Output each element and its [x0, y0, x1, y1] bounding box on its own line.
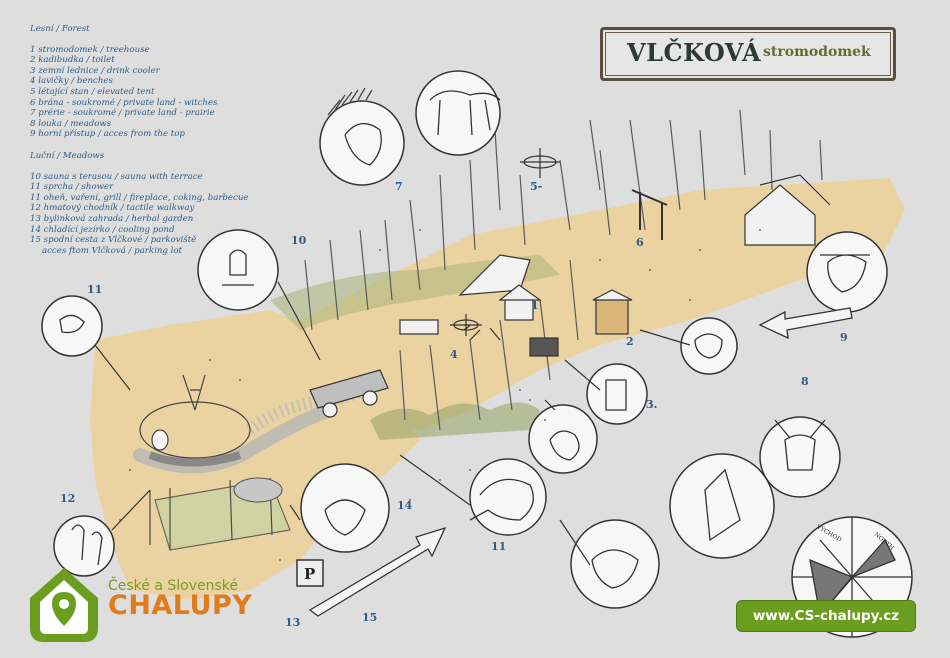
website-link-button[interactable]: www.CS-chalupy.cz [736, 600, 916, 632]
house-pin-icon [30, 568, 98, 642]
fireplace-area [139, 374, 251, 467]
map-number: 2 [626, 335, 634, 348]
trees [304, 109, 823, 431]
legend-item: 14 chladící jezírko / cooling pond [30, 224, 175, 235]
legend-item-continuation: acces ftom Vlčková / parking lot [42, 245, 182, 256]
map-number: 13 [285, 616, 301, 629]
map-legend: Lesní / Forest 1 stromodomek / treehouse… [30, 24, 290, 256]
map-title: VLČKOVÁ [627, 38, 762, 67]
arrow-top-access [758, 307, 853, 340]
treehouse-drawing [498, 284, 559, 357]
legend-meadow-heading: Luční / Meadows [30, 150, 105, 161]
map-number: 3. [646, 398, 658, 411]
legend-item: 8 louka / meadows [30, 118, 112, 129]
map-number: 12 [60, 492, 76, 505]
legend-item: 1 stromodomek / treehouse [30, 44, 150, 55]
map-title-box: VLČKOVÁ stromodomek [600, 27, 896, 81]
legend-item: 11 oheň, vaření, grill / fireplace, coki… [30, 192, 249, 203]
legend-item: 4 lavičky / benches [30, 76, 113, 87]
map-number: 11 [491, 540, 507, 553]
shower-vignette [41, 295, 103, 357]
legend-item: 11 sprcha / shower [30, 182, 114, 193]
legend-item: 2 kadibudka / toilet [30, 55, 115, 66]
cabin-drawing [744, 174, 831, 246]
pointer-lines [94, 281, 691, 566]
legend-item: 15 spodní cesta z Vlčkové / parkoviště [30, 235, 197, 246]
legend-item: 3 zemní lednice / drink cooler [30, 65, 160, 76]
legend-item: 10 sauna s terasou / sauna with terrace [30, 171, 203, 182]
logo-line-1: České a Slovenské [108, 578, 239, 594]
gate-drawing [631, 189, 668, 240]
legend-forest-heading: Lesní / Forest [30, 24, 90, 34]
boar-vignette [570, 519, 660, 609]
bushes [370, 402, 540, 440]
elephant-vignette [469, 458, 547, 536]
map-subtitle: stromodomek [763, 44, 871, 60]
elevated-tent [458, 254, 531, 341]
owl-vignette [300, 463, 390, 553]
parking-sign-box [296, 559, 324, 587]
raven-vignette [528, 404, 598, 474]
arrow-bottom-access [308, 526, 447, 617]
chief-vignette [319, 100, 405, 186]
cooling-pond [233, 477, 283, 503]
legend-item: 6 brána - soukromé / private land - witc… [30, 97, 218, 108]
parking-sign: P [304, 565, 316, 583]
propeller-shapes [450, 148, 560, 336]
wolf-vignette [669, 453, 775, 559]
map-number: 7 [395, 180, 403, 193]
map-number: 9 [840, 331, 848, 344]
bench-drawing [399, 319, 439, 335]
legend-item: 7 prérie - soukromé / private land - pra… [30, 108, 215, 119]
map-number: 8 [801, 375, 809, 388]
brand-logo[interactable]: České a Slovenské CHALUPY [24, 558, 264, 648]
toilet-paper-vignette [680, 317, 738, 375]
map-number: 10 [291, 234, 307, 247]
sauna-vignette [197, 229, 279, 311]
sauna-wagon-drawing [309, 369, 389, 418]
map-number: 4 [450, 348, 458, 361]
legend-item: 12 hmatový chodník / tactile walkway [30, 203, 195, 214]
legend-item: 9 horní přístup / acces from the top [30, 129, 185, 140]
map-number: 5- [530, 180, 543, 193]
map-number: 1 [531, 299, 539, 312]
speckles [119, 229, 761, 561]
map-number: 15 [362, 611, 378, 624]
drink-vignette [586, 363, 648, 425]
horse-vignette [415, 70, 501, 156]
map-number: 6 [636, 236, 644, 249]
map-number: 11 [87, 283, 103, 296]
witch-vignette [806, 231, 888, 313]
map-number: 14 [397, 499, 413, 512]
toilet-drawing [592, 289, 633, 335]
logo-line-2: CHALUPY [108, 590, 253, 621]
legend-item: 13 bylinková zahrada / herbal garden [30, 213, 194, 224]
deer-vignette [759, 416, 841, 498]
legend-item: 5 létající stan / elevated tent [30, 86, 155, 97]
